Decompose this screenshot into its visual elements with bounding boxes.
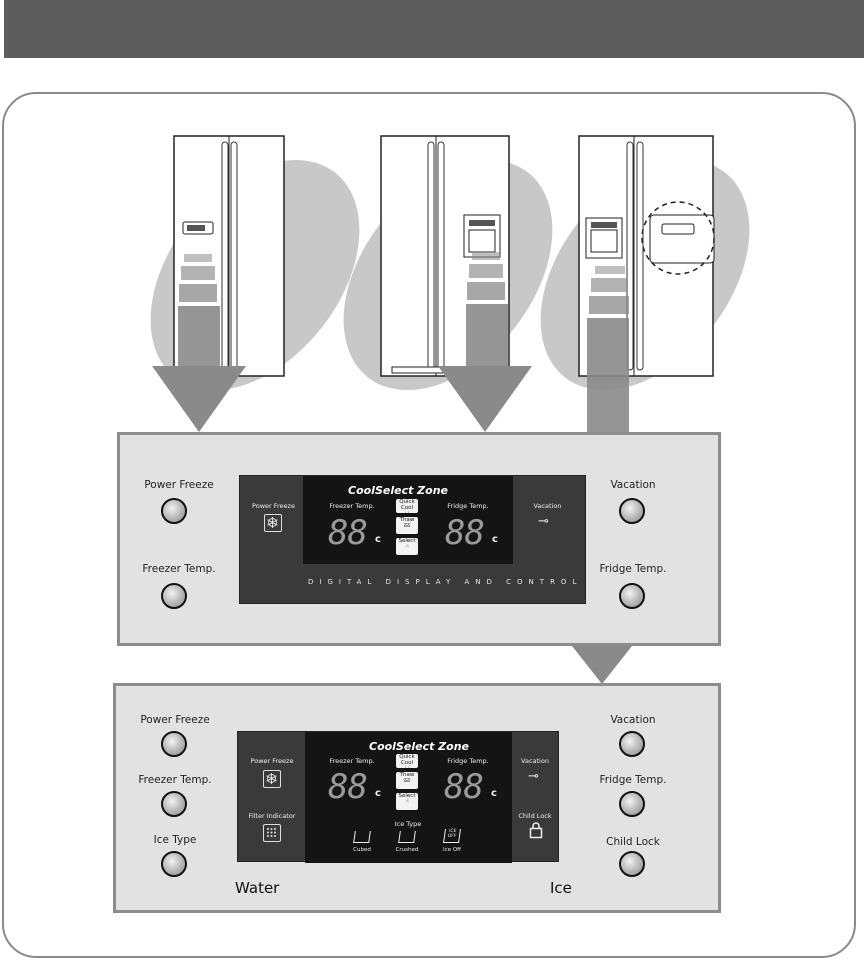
water-label: Water [235,879,280,897]
child-lock-label: Child Lock [606,836,660,848]
child-lock-indicator-label: Child Lock [518,812,552,820]
vacation-indicator-label: Vacation [533,502,562,510]
ice-label: Ice [550,879,572,897]
power-freeze-indicator-label: Power Freeze [252,502,295,510]
highlight-circle [641,201,715,275]
freezer-temp-indicator-label: Freezer Temp. [329,502,375,510]
arrow-panel-to-panel [572,646,632,684]
lock-icon [529,821,543,843]
fridge-temp-indicator-label: Fridge Temp. [447,502,489,510]
control-panel-basic: Power Freeze Freezer Temp. Vacation Frid… [117,432,721,646]
fridge-unit: c [492,534,498,545]
top-banner [4,0,864,58]
ice-type-indicator-label: Ice Type [394,820,422,828]
fridge-temp-digits: 88 [444,767,484,807]
fridge-temp-indicator-label: Fridge Temp. [447,757,489,765]
freezer-temp-button[interactable] [161,791,187,817]
panel-location-3 [649,214,715,264]
display-caption: DIGITAL DISPLAY AND CONTROL [308,578,583,586]
freezer-temp-label: Freezer Temp. [138,774,212,786]
arrow-3 [587,266,629,434]
vacation-plug-icon: ⊸ [538,514,549,529]
power-freeze-label: Power Freeze [144,479,214,491]
cubed-ice-icon [353,831,371,843]
control-panel-dispenser: Power Freeze Freezer Temp. Ice Type Vaca… [113,683,721,913]
mode-quick-cool: Quick Cool∴∴ [396,499,418,517]
power-freeze-label: Power Freeze [140,714,210,726]
fridge-temp-label: Fridge Temp. [599,774,667,786]
vacation-label: Vacation [610,714,656,726]
filter-indicator-label: Filter Indicator [248,812,296,820]
freezer-temp-digits: 88 [328,513,368,553]
ice-type-label: Ice Type [153,834,197,846]
snowflake-icon [263,770,281,788]
mode-select: Select☝ [396,538,418,555]
mode-select: Select☝ [396,793,418,810]
cubed-label: Cubed [353,847,371,853]
ice-off-icon: ICE OFF [443,829,461,843]
vacation-indicator-label: Vacation [521,757,549,765]
fridge-temp-digits: 88 [445,513,485,553]
freezer-temp-button[interactable] [161,583,187,609]
snowflake-icon [264,514,282,532]
arrow-1 [152,254,246,432]
fridge-temp-label: Fridge Temp. [599,563,667,575]
crushed-label: Crushed [395,847,419,853]
child-lock-button[interactable] [619,851,645,877]
fridge-temp-button[interactable] [619,791,645,817]
vacation-button[interactable] [619,731,645,757]
coolselect-zone-title: CoolSelect Zone [369,740,470,753]
freezer-unit: c [375,788,381,799]
freezer-temp-indicator-label: Freezer Temp. [329,757,375,765]
ice-type-button[interactable] [161,851,187,877]
arrow-2 [438,252,532,432]
crushed-ice-icon [398,831,416,843]
power-freeze-button[interactable] [161,731,187,757]
power-freeze-indicator-label: Power Freeze [250,757,294,765]
ice-off-label: Ice Off [443,847,461,853]
vacation-plug-icon: ⊸ [528,769,539,784]
vacation-button[interactable] [619,498,645,524]
digital-display: CoolSelect Zone Power Freeze Filter Indi… [237,731,559,863]
freezer-temp-digits: 88 [328,767,368,807]
freezer-temp-label: Freezer Temp. [142,563,216,575]
vacation-label: Vacation [610,479,656,491]
coolselect-zone-title: CoolSelect Zone [348,484,449,497]
fridge-temp-button[interactable] [619,583,645,609]
freezer-unit: c [375,534,381,545]
power-freeze-button[interactable] [161,498,187,524]
fridge-3 [578,135,715,377]
digital-display: CoolSelect Zone Power Freeze Freezer Tem… [239,475,586,604]
mode-quick-cool: Quick Cool∴∴ [396,754,418,772]
filter-icon [263,824,281,842]
fridge-unit: c [491,788,497,799]
